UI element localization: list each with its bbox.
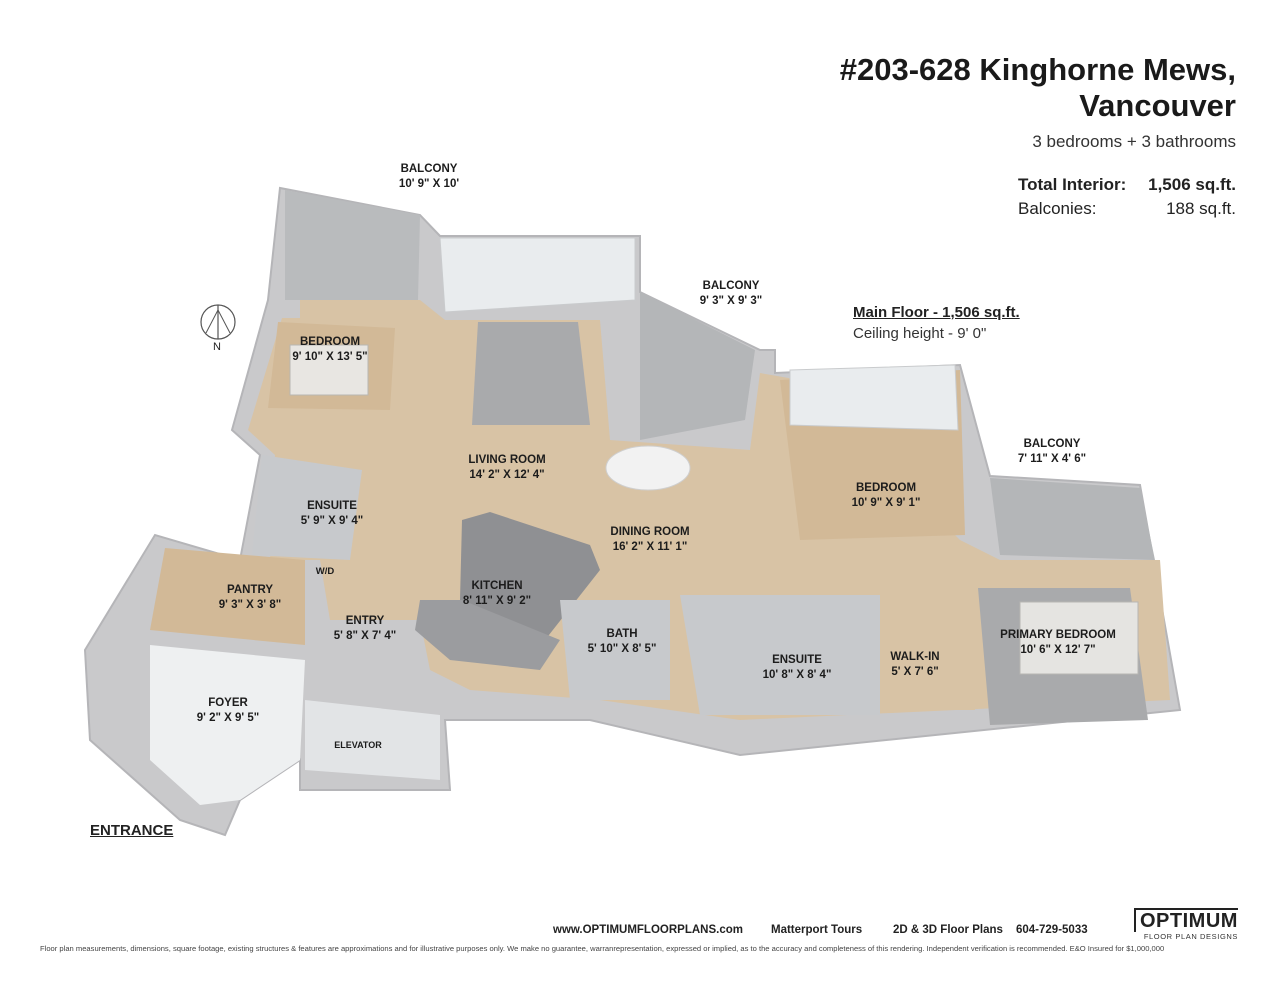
bedroom-left-bed	[289, 344, 369, 396]
room-label: ENSUITE	[307, 500, 357, 512]
room-label: KITCHEN	[471, 580, 523, 592]
primary-bed	[1019, 601, 1139, 675]
total-interior-value: 1,506 sq.ft.	[1148, 175, 1236, 194]
foyer-floor	[150, 645, 305, 805]
elevator-floor	[305, 700, 440, 780]
room-label: BEDROOM	[855, 482, 917, 494]
room-dimensions: 5' X 7' 6"	[891, 666, 939, 678]
room-dimensions: 9' 2" X 9' 5"	[196, 712, 260, 724]
room-label: BATH	[606, 628, 638, 640]
room-label: BALCONY	[1023, 438, 1081, 450]
bed-bath-summary: 3 bedrooms + 3 bathrooms	[1032, 132, 1236, 151]
total-interior-label: Total Interior:	[1018, 175, 1127, 194]
room-label: FOYER	[208, 697, 248, 709]
room-label: PANTRY	[227, 584, 273, 596]
ensuite-right-floor	[680, 595, 880, 715]
room-label: BALCONY	[400, 163, 458, 175]
room-label: ENTRY	[345, 615, 385, 627]
balconies-value: 188 sq.ft.	[1166, 199, 1236, 218]
kitchen-lower-counter	[415, 600, 560, 670]
room-dimensions: 10' 8" X 8' 4"	[762, 669, 832, 681]
living-rug	[472, 322, 590, 425]
room-dimensions: 8' 11" X 9' 2"	[462, 595, 532, 607]
room-dimensions: 5' 10" X 8' 5"	[587, 643, 657, 655]
room-dimensions: 5' 8" X 7' 4"	[333, 630, 397, 642]
room-dimensions: 16' 2" X 11' 1"	[612, 541, 688, 553]
room-label: PRIMARY BEDROOM	[1000, 629, 1116, 641]
room-label: LIVING ROOM	[468, 454, 546, 466]
phone-number: 604-729-5033	[1016, 924, 1088, 936]
balcony-right-floor	[990, 478, 1155, 560]
bath-floor	[560, 600, 670, 700]
website-link[interactable]: www.OPTIMUMFLOORPLANS.com	[553, 924, 743, 936]
elevator-label: ELEVATOR	[334, 740, 382, 750]
logo-tagline: FLOOR PLAN DESIGNS	[1143, 932, 1238, 941]
floor-plans-link: 2D & 3D Floor Plans	[893, 924, 1003, 936]
room-label: BEDROOM	[299, 336, 361, 348]
balcony-left-floor	[285, 190, 420, 300]
balcony-middle-floor	[640, 292, 755, 440]
room-dimensions: 10' 9" X 10'	[398, 178, 460, 190]
balconies-label: Balconies:	[1018, 199, 1097, 218]
room-dimensions: 9' 3" X 9' 3"	[699, 295, 763, 307]
logo-wordmark: OPTIMUM	[1134, 908, 1238, 932]
room-label: ENSUITE	[772, 654, 822, 666]
disclaimer-text: Floor plan measurements, dimensions, squ…	[40, 944, 1165, 953]
pantry-floor	[150, 548, 305, 645]
room-label: WALK-IN	[890, 651, 940, 663]
room-dimensions: 9' 3" X 3' 8"	[218, 599, 282, 611]
washer-dryer-label: W/D	[315, 566, 335, 577]
ceiling-height: Ceiling height - 9' 0"	[853, 325, 987, 342]
room-dimensions: 5' 9" X 9' 4"	[300, 515, 364, 527]
entrance-label: ENTRANCE	[90, 822, 174, 839]
living-windows	[439, 237, 636, 313]
room-label: DINING ROOM	[610, 526, 690, 538]
walkin-floor	[888, 598, 975, 710]
matterport-link: Matterport Tours	[771, 924, 863, 936]
bedroom-right-windows	[789, 364, 959, 431]
address-line-2: Vancouver	[1079, 88, 1236, 123]
main-floor-title: Main Floor - 1,506 sq.ft.	[853, 304, 1020, 321]
compass-label: N	[213, 341, 221, 353]
room-dimensions: 9' 10" X 13' 5"	[292, 351, 368, 363]
dining-table	[605, 445, 691, 491]
room-dimensions: 10' 6" X 12' 7"	[1020, 644, 1096, 656]
room-dimensions: 14' 2" X 12' 4"	[469, 469, 545, 481]
ensuite-left-floor	[252, 455, 362, 560]
address-line-1: #203-628 Kinghorne Mews,	[839, 52, 1236, 87]
room-dimensions: 7' 11" X 4' 6"	[1017, 453, 1087, 465]
room-label: BALCONY	[702, 280, 760, 292]
optimum-logo: OPTIMUM FLOOR PLAN DESIGNS	[1134, 908, 1238, 941]
room-dimensions: 10' 9" X 9' 1"	[851, 497, 921, 509]
